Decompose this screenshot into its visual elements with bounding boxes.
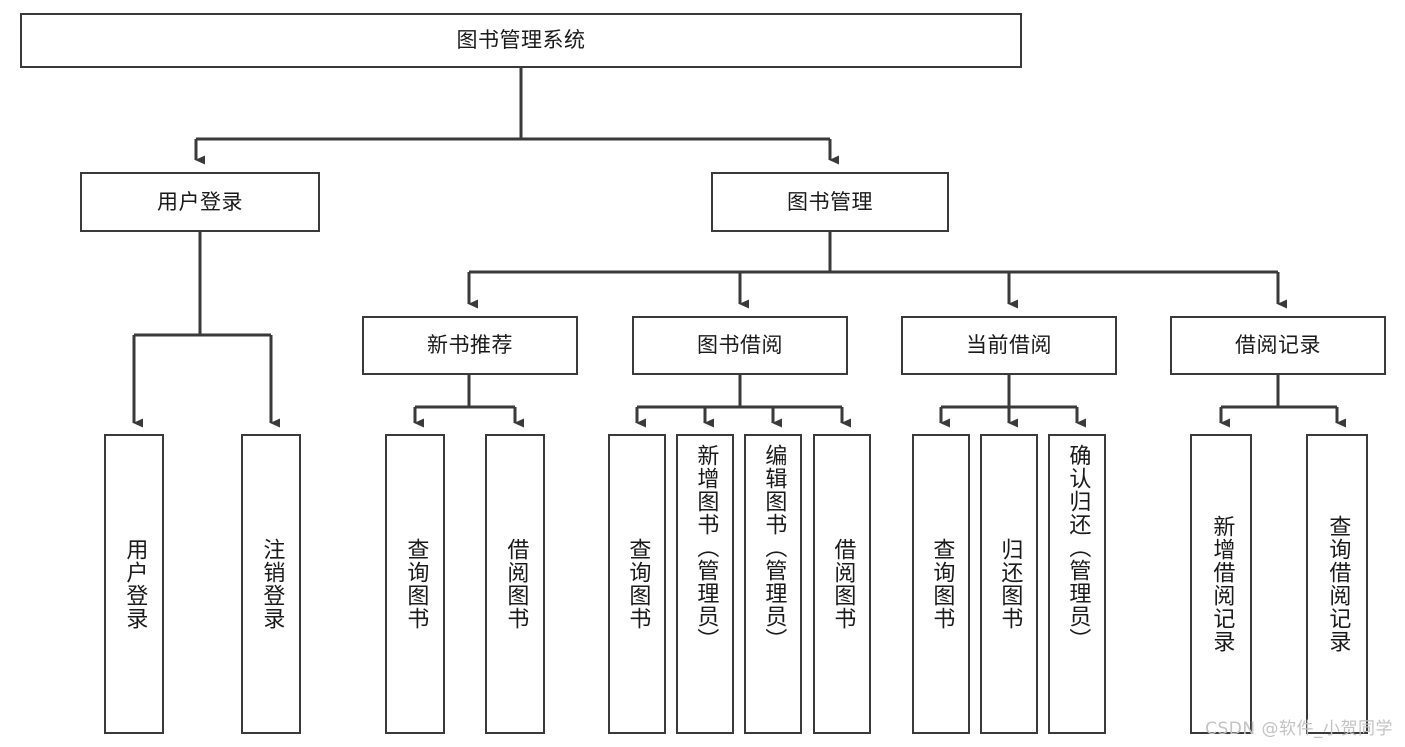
leaf-label: 查询借阅记录 xyxy=(1325,515,1351,653)
leaf-logout-login[interactable]: 注销登录 xyxy=(241,434,301,734)
node-borrow-record[interactable]: 借阅记录 xyxy=(1170,316,1386,375)
leaf-user-login[interactable]: 用户登录 xyxy=(104,434,164,734)
node-label: 用户登录 xyxy=(157,189,243,214)
leaf-label: 查询图书 xyxy=(929,538,955,630)
node-label: 图书管理系统 xyxy=(456,28,586,53)
node-root-system[interactable]: 图书管理系统 xyxy=(20,13,1022,68)
leaf-label: 确认归还（管理员） xyxy=(1065,444,1091,651)
node-label: 当前借阅 xyxy=(966,333,1052,358)
leaf-query-books-borrow[interactable]: 查询图书 xyxy=(608,434,666,734)
leaf-borrow-books-recommend[interactable]: 借阅图书 xyxy=(485,434,545,734)
leaf-label: 借阅图书 xyxy=(503,538,529,630)
node-label: 图书管理 xyxy=(787,189,873,214)
leaf-label: 借阅图书 xyxy=(830,538,856,630)
leaf-label: 用户登录 xyxy=(122,538,148,630)
leaf-label: 新增图书（管理员） xyxy=(693,444,719,651)
leaf-return-books[interactable]: 归还图书 xyxy=(980,434,1038,734)
leaf-label: 查询图书 xyxy=(403,538,429,630)
node-label: 借阅记录 xyxy=(1235,333,1321,358)
leaf-query-books-recommend[interactable]: 查询图书 xyxy=(385,434,445,734)
leaf-confirm-return-admin[interactable]: 确认归还（管理员） xyxy=(1048,434,1106,734)
node-user-login[interactable]: 用户登录 xyxy=(80,172,320,232)
leaf-edit-book-admin[interactable]: 编辑图书（管理员） xyxy=(744,434,802,734)
leaf-label: 新增借阅记录 xyxy=(1209,515,1235,653)
leaf-label: 查询图书 xyxy=(625,538,651,630)
leaf-label: 注销登录 xyxy=(259,538,285,630)
leaf-borrow-books-borrow[interactable]: 借阅图书 xyxy=(813,434,871,734)
csdn-watermark: CSDN @软件_小贺同学 xyxy=(1205,719,1393,739)
node-label: 新书推荐 xyxy=(427,333,513,358)
node-label: 图书借阅 xyxy=(697,333,783,358)
node-book-management[interactable]: 图书管理 xyxy=(711,172,949,232)
leaf-label: 编辑图书（管理员） xyxy=(761,444,787,651)
leaf-label: 归还图书 xyxy=(997,538,1023,630)
node-new-book-recommend[interactable]: 新书推荐 xyxy=(362,316,578,375)
leaf-query-borrow-record[interactable]: 查询借阅记录 xyxy=(1306,434,1368,734)
leaf-query-books-current[interactable]: 查询图书 xyxy=(912,434,970,734)
node-book-borrow[interactable]: 图书借阅 xyxy=(632,316,848,375)
leaf-add-book-admin[interactable]: 新增图书（管理员） xyxy=(676,434,734,734)
node-current-borrow[interactable]: 当前借阅 xyxy=(901,316,1117,375)
leaf-add-borrow-record[interactable]: 新增借阅记录 xyxy=(1190,434,1252,734)
